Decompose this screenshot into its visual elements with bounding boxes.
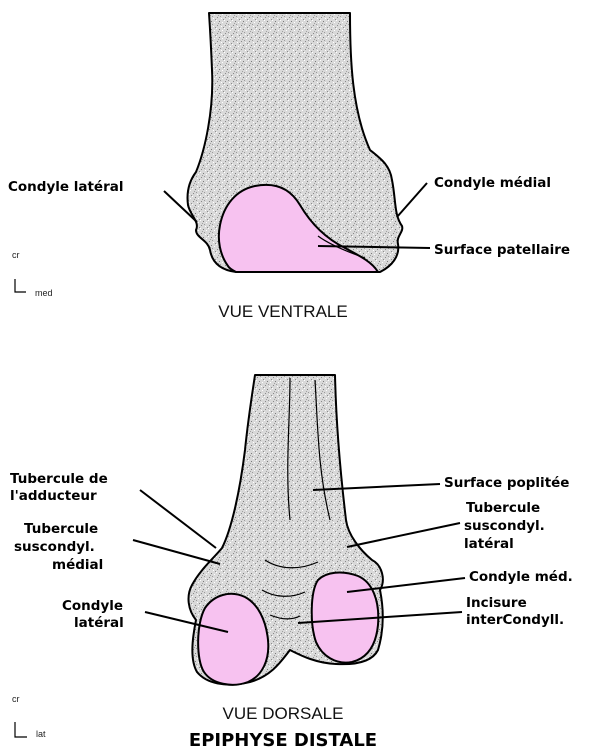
orientation-side-label: med [35, 288, 53, 298]
label-incisure-1: Incisure [466, 595, 527, 611]
orientation-side-label: lat [36, 729, 46, 739]
label-condyle-lateral: Condyle latéral [8, 179, 123, 195]
caption-ventral: VUE VENTRALE [218, 302, 347, 321]
label-condyle-med: Condyle méd. [469, 569, 573, 585]
label-condyle-medial: Condyle médial [434, 175, 551, 191]
page-title: EPIPHYSE DISTALE [189, 730, 377, 751]
label-incisure-2: interCondyll. [466, 612, 564, 628]
leader-tubercule-adducteur [140, 490, 216, 548]
label-surface-poplitee: Surface poplitée [444, 475, 569, 491]
dorsal-view: Tubercule de l'adducteur Tubercule susco… [10, 375, 573, 739]
label-surface-patellaire: Surface patellaire [434, 242, 570, 258]
label-tubercule-adducteur-2: l'adducteur [10, 488, 97, 504]
orientation-ventral: cr med [12, 250, 53, 298]
label-tubercule-sus-lateral-1: Tubercule [466, 500, 540, 516]
label-tubercule-sus-medial-1: Tubercule [24, 521, 98, 537]
label-tubercule-sus-lateral-3: latéral [464, 536, 514, 552]
label-tubercule-sus-medial-2: suscondyl. [14, 539, 95, 555]
caption-dorsal: VUE DORSALE [223, 704, 344, 723]
dorsal-lateral-condyle [198, 594, 268, 685]
label-tubercule-adducteur-1: Tubercule de [10, 471, 108, 487]
label-condyle-lateral-dorsal-1: Condyle [62, 598, 123, 614]
leader-tubercule-sus-lateral [347, 523, 460, 547]
orientation-dorsal: cr lat [12, 694, 46, 739]
orientation-up-label: cr [12, 250, 20, 260]
leader-condyle-medial [397, 183, 427, 217]
label-condyle-lateral-dorsal-2: latéral [74, 615, 124, 631]
label-tubercule-sus-medial-3: médial [52, 557, 103, 573]
leader-tubercule-sus-medial [133, 540, 220, 564]
ventral-view: Condyle latéral Condyle médial Surface p… [8, 13, 570, 321]
orientation-up-label: cr [12, 694, 20, 704]
label-tubercule-sus-lateral-2: suscondyl. [464, 518, 545, 534]
